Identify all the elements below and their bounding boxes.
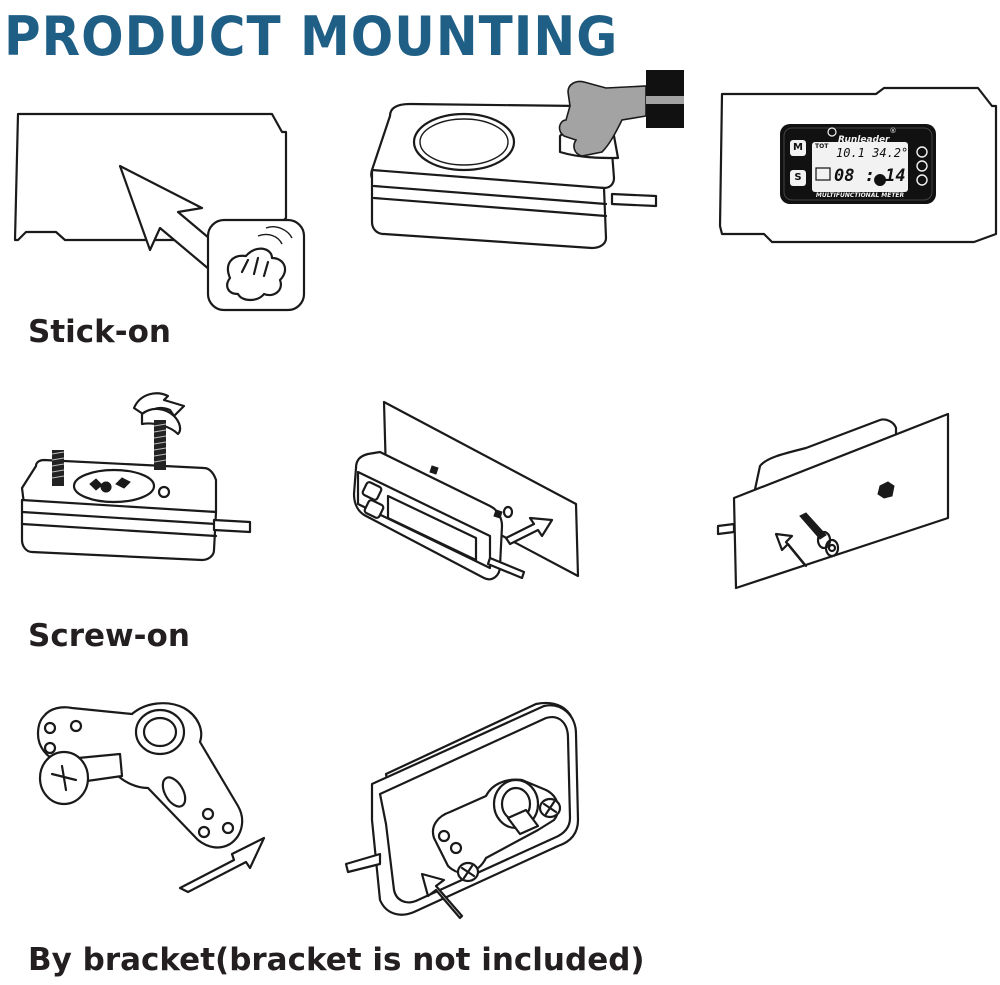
meter-button-s: S — [794, 172, 802, 183]
screw-on-step-insert-screws — [14, 378, 260, 568]
stick-on-step-clean-surface — [10, 108, 310, 313]
stick-on-step-peel-film — [360, 66, 690, 256]
meter-registered-mark: ® — [889, 127, 897, 135]
screw-on-caption: Screw-on — [28, 618, 190, 654]
stick-on-caption: Stick-on — [28, 314, 171, 350]
meter-footer-label: MULTIFUNCTIONAL METER — [815, 192, 905, 199]
meter-reading-top: 10.1 34.2°C — [836, 146, 916, 160]
screw-on-step-fasten-nut — [714, 410, 954, 596]
screw-on-step-attach-panel — [340, 398, 590, 593]
page-title: PRODUCT MOUNTING — [4, 5, 619, 68]
meter-reading-bottom: 08 : 14 — [834, 166, 906, 186]
meter-tot-label: TOT — [815, 143, 829, 150]
meter-button-m: M — [793, 142, 803, 153]
bracket-step-assemble — [28, 696, 276, 894]
bracket-step-mount-meter — [340, 700, 588, 926]
meter-brand: Runleader — [838, 135, 890, 145]
stick-on-step-meter-mounted: M S Runleader® TOT 10.1 34.2°C 08 : 14 M… — [716, 86, 1000, 246]
bracket-caption: By bracket(bracket is not included) — [28, 942, 645, 978]
